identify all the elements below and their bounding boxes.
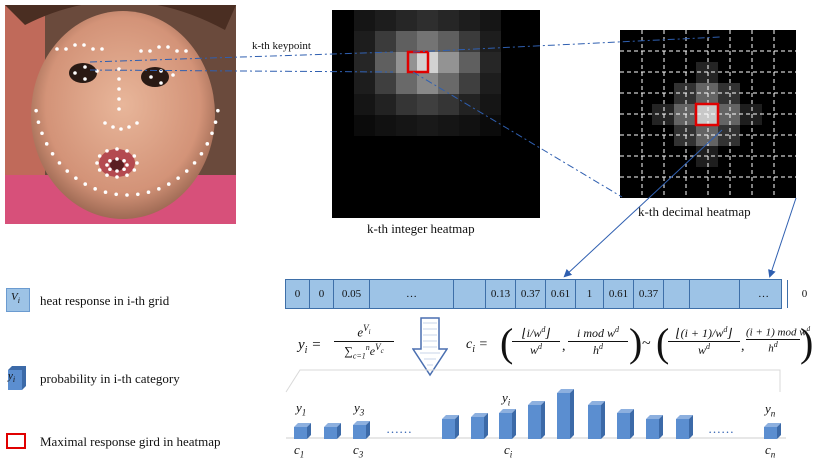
probability-bar xyxy=(442,415,459,439)
legend-max-marker-icon xyxy=(6,433,26,449)
integer-heatmap xyxy=(332,10,540,218)
probability-bar xyxy=(676,415,693,439)
bars-top-label-i: yi xyxy=(502,390,511,408)
bars-bottom-label-3: c3 xyxy=(353,442,364,460)
probability-bar xyxy=(528,401,545,439)
vector-cell xyxy=(454,280,486,308)
probability-bar xyxy=(324,423,341,439)
down-arrow-icon xyxy=(412,317,448,377)
bars-ellipsis-left: …… xyxy=(386,421,412,436)
vector-cell: 0.37 xyxy=(634,280,664,308)
vector-cell: 0.61 xyxy=(546,280,576,308)
legend-prob-text: probability in i-th category xyxy=(40,371,180,386)
integer-heatmap-caption: k-th integer heatmap xyxy=(367,221,475,236)
decimal-heatmap-caption: k-th decimal heatmap xyxy=(638,204,751,219)
probability-bar xyxy=(764,423,781,439)
probability-bar xyxy=(588,401,605,439)
bars-bottom-label-n: cn xyxy=(765,442,776,460)
legend: Vi heat response in i-th grid yi probabi… xyxy=(0,282,260,452)
vector-cell: … xyxy=(740,280,788,308)
probability-bar xyxy=(471,413,488,439)
legend-heat-cell-icon xyxy=(6,288,30,312)
vector-cell: 0 xyxy=(286,280,310,308)
probability-bar xyxy=(557,389,574,439)
legend-max-text: Maximal response gird in heatmap xyxy=(40,434,221,449)
vector-cell: 0.61 xyxy=(604,280,634,308)
keypoint-label: k-th keypoint xyxy=(252,40,311,52)
decimal-heatmap xyxy=(620,30,796,198)
vector-cell: … xyxy=(370,280,454,308)
bars-top-label-3: y3 xyxy=(354,400,365,418)
face-photo xyxy=(5,1,236,224)
vector-cell: 1 xyxy=(576,280,604,308)
probability-bar xyxy=(294,423,311,439)
bars-top-label-1: y1 xyxy=(296,400,307,418)
probability-bar xyxy=(646,415,663,439)
bars-bottom-label-1: c1 xyxy=(294,442,305,460)
vector-cell: 0 xyxy=(310,280,334,308)
probability-bar xyxy=(353,421,370,439)
bars-bottom-label-i: ci xyxy=(504,442,513,460)
vector-cell: 0.37 xyxy=(516,280,546,308)
vector-cell: 0 xyxy=(801,288,808,300)
legend-heat-symbol: Vi xyxy=(11,291,20,306)
vector-cell: 0.13 xyxy=(486,280,516,308)
legend-heat-text: heat response in i-th grid xyxy=(40,293,170,308)
vector-cell: 0.05 xyxy=(334,280,370,308)
vector-cell xyxy=(690,280,740,308)
probability-bar xyxy=(617,409,634,439)
probability-bar xyxy=(499,409,516,439)
bars-top-label-n: yn xyxy=(765,401,776,419)
category-formula: ci = ( ⌊i/wd⌋ wd , i mod wd hd ) ~ ( ⌊(i… xyxy=(466,320,814,365)
legend-prob-symbol: yi xyxy=(8,370,16,385)
softmax-formula: yi = eVi ∑c=1neVc xyxy=(298,323,398,369)
legend-bar-icon xyxy=(8,366,26,390)
bars-ellipsis-right: …… xyxy=(708,421,734,436)
vector-cell xyxy=(664,280,690,308)
